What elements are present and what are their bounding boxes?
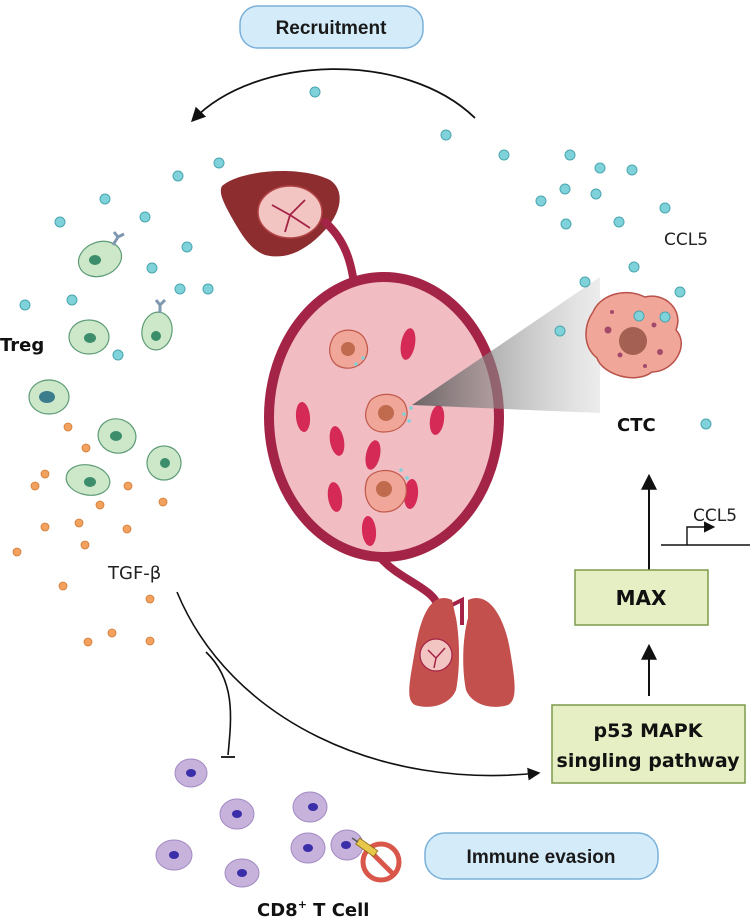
tgf-beta-to-pathway-arrow (176, 591, 541, 781)
cd8-t-cell-label: CD8+ T Cell (257, 898, 369, 920)
ccl5-dots (19, 86, 712, 430)
treg-cell-icon (28, 231, 182, 496)
tgf-beta-inhibition-line (205, 651, 232, 756)
ccl5-top-label: CCL5 (664, 230, 708, 250)
cd8-t-cell-icon (155, 758, 364, 888)
recruitment-arrow (191, 68, 476, 123)
treg-label: Treg (0, 335, 44, 356)
p53-line2-text: singling pathway (557, 750, 741, 772)
immune-evasion-label-box: Immune evasion (424, 832, 659, 880)
immune-evasion-text: Immune evasion (467, 847, 616, 868)
lung-icon (409, 596, 515, 707)
p53-line1-text: p53 MAPK (594, 720, 704, 742)
tgf-beta-dots (12, 402, 168, 647)
blood-vessel-icon (264, 272, 504, 614)
tgf-beta-label: TGF-β (107, 563, 161, 584)
recruitment-text: Recruitment (276, 18, 388, 39)
max-box: MAX (574, 569, 709, 626)
ccl5-gene-promoter-icon (661, 521, 750, 546)
syringe-icon (351, 837, 379, 858)
zoom-beam (412, 277, 600, 413)
recruitment-label-box: Recruitment (239, 5, 424, 49)
p53-pathway-box: p53 MAPK singling pathway (551, 704, 746, 784)
receptor-icon (111, 231, 167, 313)
vessel-ctc-cells (329, 329, 413, 513)
red-blood-cells (295, 328, 445, 546)
max-text: MAX (616, 586, 667, 610)
no-sign-icon (351, 837, 402, 883)
liver-icon (220, 171, 359, 296)
ctc-label: CTC (617, 415, 656, 436)
ccl5-gene-label: CCL5 (693, 506, 737, 526)
ctc-cell-icon (585, 291, 682, 379)
